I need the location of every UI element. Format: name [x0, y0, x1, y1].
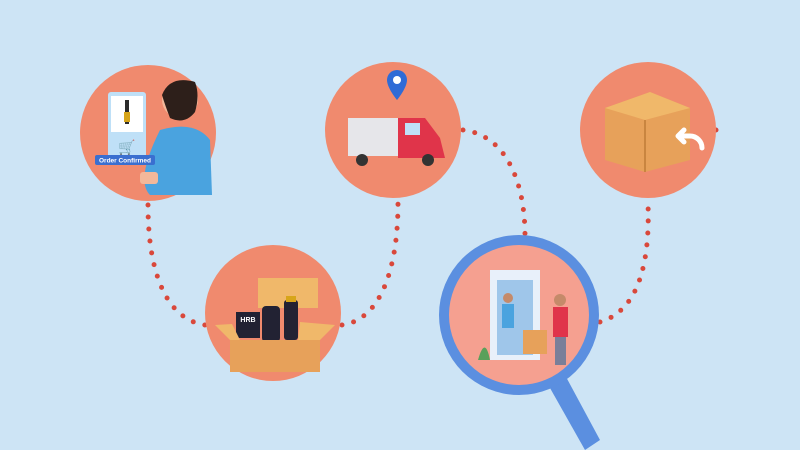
truck-icon	[348, 118, 445, 166]
open-box	[230, 340, 320, 372]
cart-icon: 🛒	[118, 139, 135, 156]
step-delivery	[439, 235, 600, 450]
step-packing: HRB	[205, 245, 341, 381]
person	[144, 126, 212, 195]
order-confirmed-text: Order Confirmed	[99, 158, 151, 165]
step-shipping	[325, 62, 461, 198]
magnifier-handle	[550, 375, 600, 450]
order-confirmed-badge	[95, 155, 155, 165]
dotted-path	[145, 127, 725, 328]
map-pin-icon	[387, 70, 407, 100]
step-return	[580, 62, 716, 198]
product-box	[236, 312, 260, 338]
return-arrow-icon	[675, 127, 705, 151]
product-label: HRB	[240, 317, 255, 324]
step-order-confirmed: 🛒 Order Confirmed	[80, 65, 216, 201]
